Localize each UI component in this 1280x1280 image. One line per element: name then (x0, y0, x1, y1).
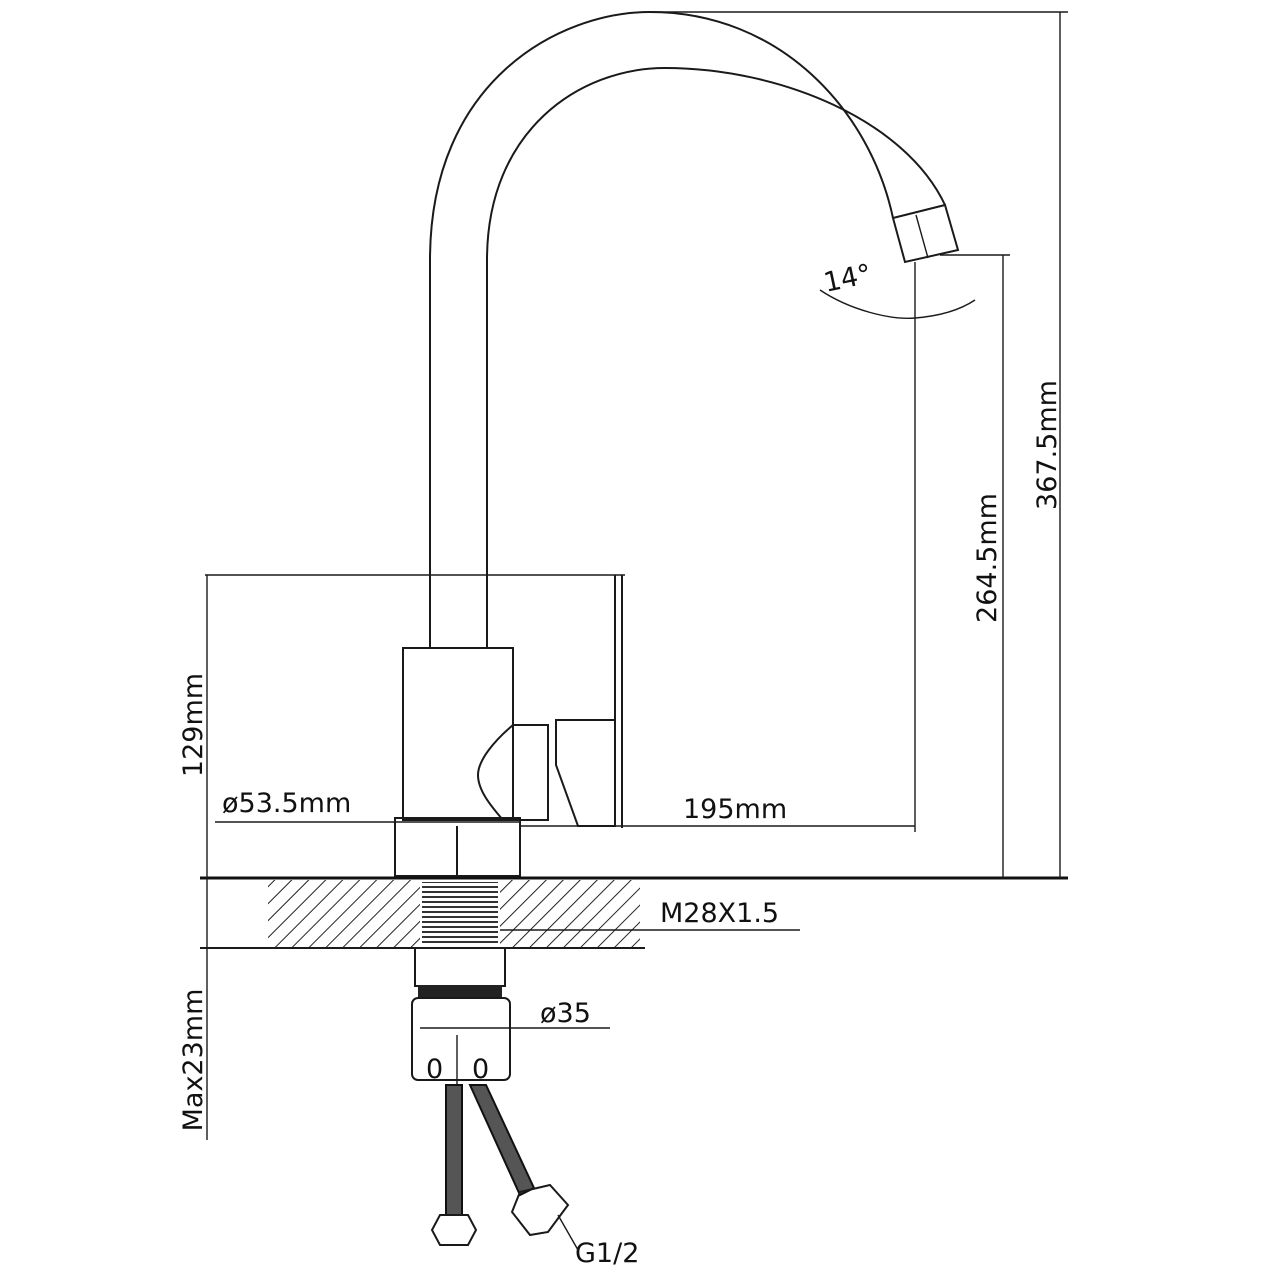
total-height-label: 367.5mm (1032, 380, 1063, 510)
base-diameter-label: ø53.5mm (222, 788, 351, 819)
max-thickness-label: Max23mm (178, 989, 209, 1132)
hoses (430, 1084, 570, 1246)
countertop (200, 876, 1068, 949)
nut-diameter-label: ø35 (540, 998, 591, 1029)
spout (429, 10, 960, 648)
hose-connection-label: G1/2 (575, 1238, 639, 1269)
faucet-body (394, 575, 623, 877)
hose-nut-left (430, 1214, 478, 1246)
spout-height-label: 264.5mm (972, 493, 1003, 623)
hose-nut-right (510, 1183, 570, 1237)
spout-reach-label: 195mm (683, 794, 787, 825)
body-height-label: 129mm (178, 673, 209, 777)
hose-label-right: 0 (472, 1054, 489, 1085)
thread-label: M28X1.5 (660, 898, 779, 929)
spout-angle-label: 14° (821, 259, 874, 299)
mounting-nut (411, 947, 610, 1085)
hose-label-left: 0 (426, 1054, 443, 1085)
dimension-lines (205, 11, 1068, 1140)
